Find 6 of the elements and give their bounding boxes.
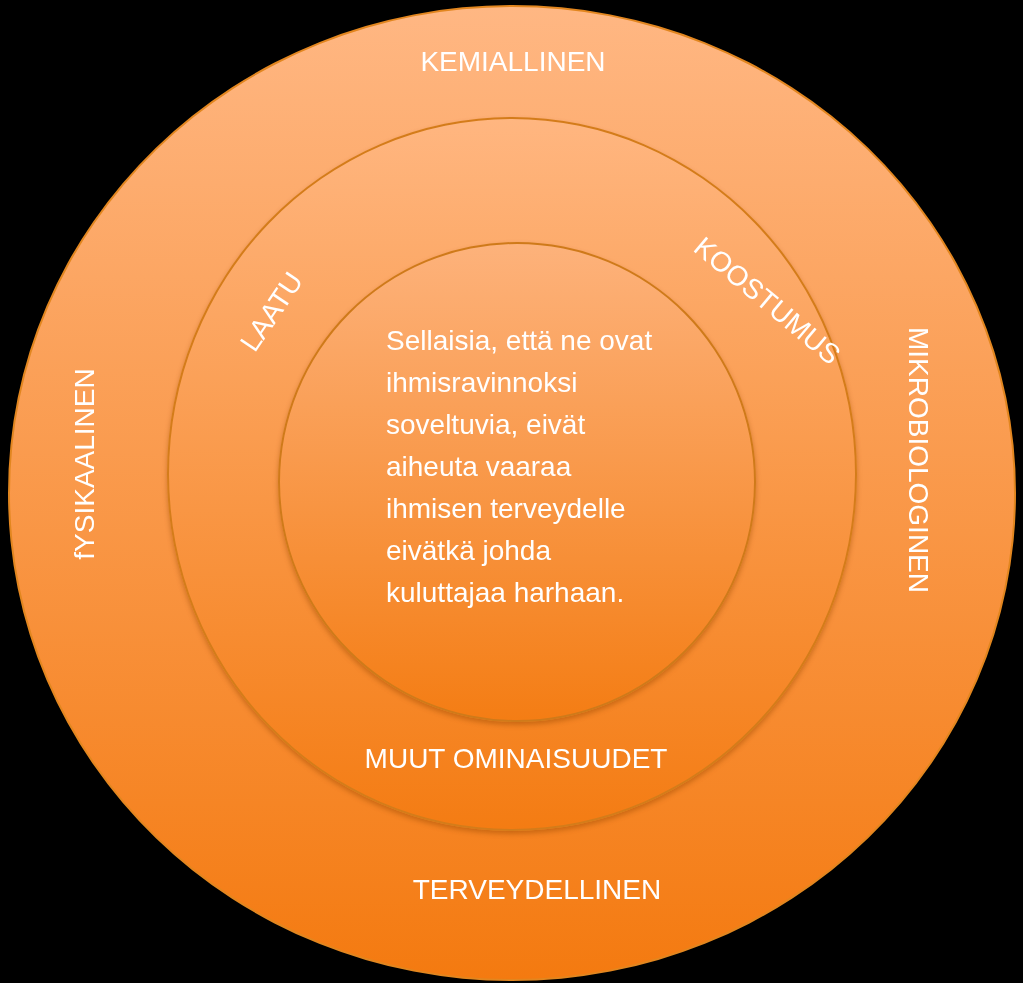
circle-label: fYSIKAALINEN — [68, 368, 101, 560]
circle-label: KEMIALLINEN — [420, 45, 606, 79]
body-text: Sellaisia, että ne ovat ihmisravinnoksi soveltuvia, eivät aiheuta vaaraa ihmisen terveydelle eivätkä johda kuluttajaa harhaan. — [386, 324, 654, 610]
circle-label: MIKROBIOLOGINEN — [902, 327, 935, 593]
circle-label: TERVEYDELLINEN — [412, 873, 662, 907]
circle-label: MUUT OMINAISUUDET — [364, 742, 668, 776]
